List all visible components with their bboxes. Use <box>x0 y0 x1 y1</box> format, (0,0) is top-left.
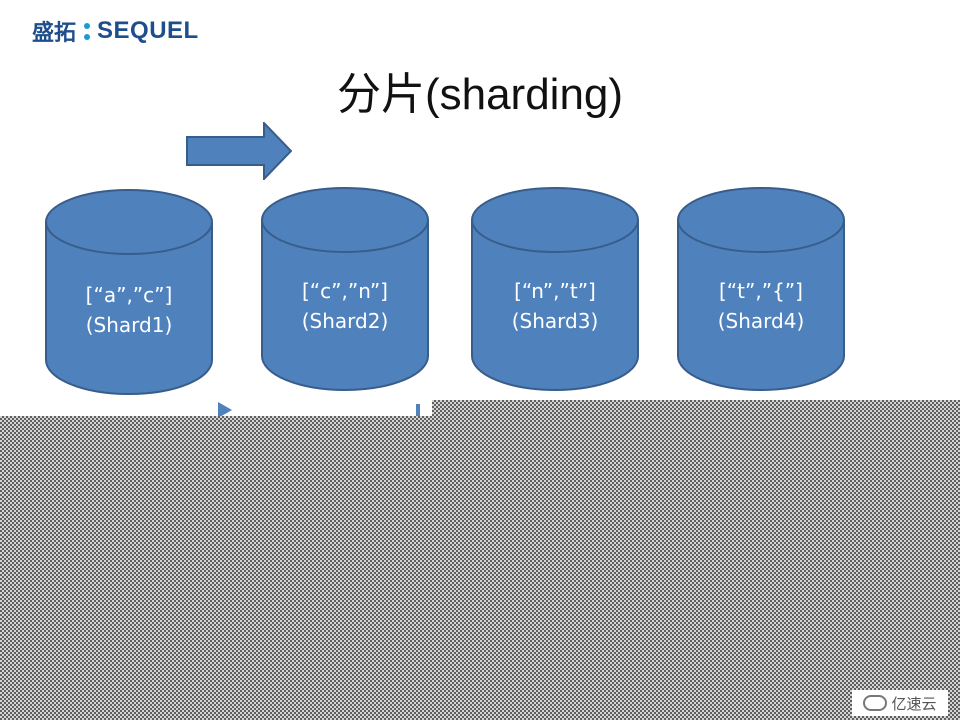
slide-title: 分片(sharding) <box>0 58 960 122</box>
shard-range: [“t”,”{”] <box>719 279 803 303</box>
shard-name: (Shard4) <box>717 309 805 333</box>
cylinder-shape <box>677 187 845 391</box>
partial-arrow-fragment <box>218 402 232 418</box>
shard-name: (Shard3) <box>511 309 599 333</box>
logo-chinese-text: 盛拓 <box>32 21 77 46</box>
right-arrow-icon <box>186 122 292 180</box>
brand-logo: 盛拓 SEQUEL <box>32 14 199 48</box>
partial-shape-fragment <box>416 404 420 416</box>
shard-range: [“n”,”t”] <box>514 279 596 303</box>
shard-cylinder-2: [“c”,”n”] (Shard2) <box>260 186 430 392</box>
title-chinese: 分片 <box>336 69 425 120</box>
shard-label: [“t”,”{”] (Shard4) <box>676 276 846 336</box>
shard-cylinder-1: [“a”,”c”] (Shard1) <box>44 188 214 396</box>
shard-cylinder-3: [“n”,”t”] (Shard3) <box>470 186 640 392</box>
cloud-icon <box>863 695 888 711</box>
shard-label: [“c”,”n”] (Shard2) <box>260 276 430 336</box>
shard-range: [“a”,”c”] <box>85 283 173 307</box>
noise-overlay-block <box>0 416 960 720</box>
shard-label: [“a”,”c”] (Shard1) <box>44 280 214 340</box>
noise-overlay-band <box>432 400 960 418</box>
shard-cylinder-4: [“t”,”{”] (Shard4) <box>676 186 846 392</box>
logo-english-text: SEQUEL <box>97 17 199 44</box>
watermark-text: 亿速云 <box>891 694 937 713</box>
logo-colon-mark <box>84 22 91 40</box>
cylinder-shape <box>45 189 213 395</box>
cylinder-shape <box>471 187 639 391</box>
shard-range: [“c”,”n”] <box>302 279 388 303</box>
shard-name: (Shard2) <box>301 309 389 333</box>
cylinder-shape <box>261 187 429 391</box>
watermark-badge: 亿速云 <box>852 690 948 716</box>
shard-label: [“n”,”t”] (Shard3) <box>470 276 640 336</box>
shard-name: (Shard1) <box>85 313 173 337</box>
title-english: (sharding) <box>424 70 624 119</box>
